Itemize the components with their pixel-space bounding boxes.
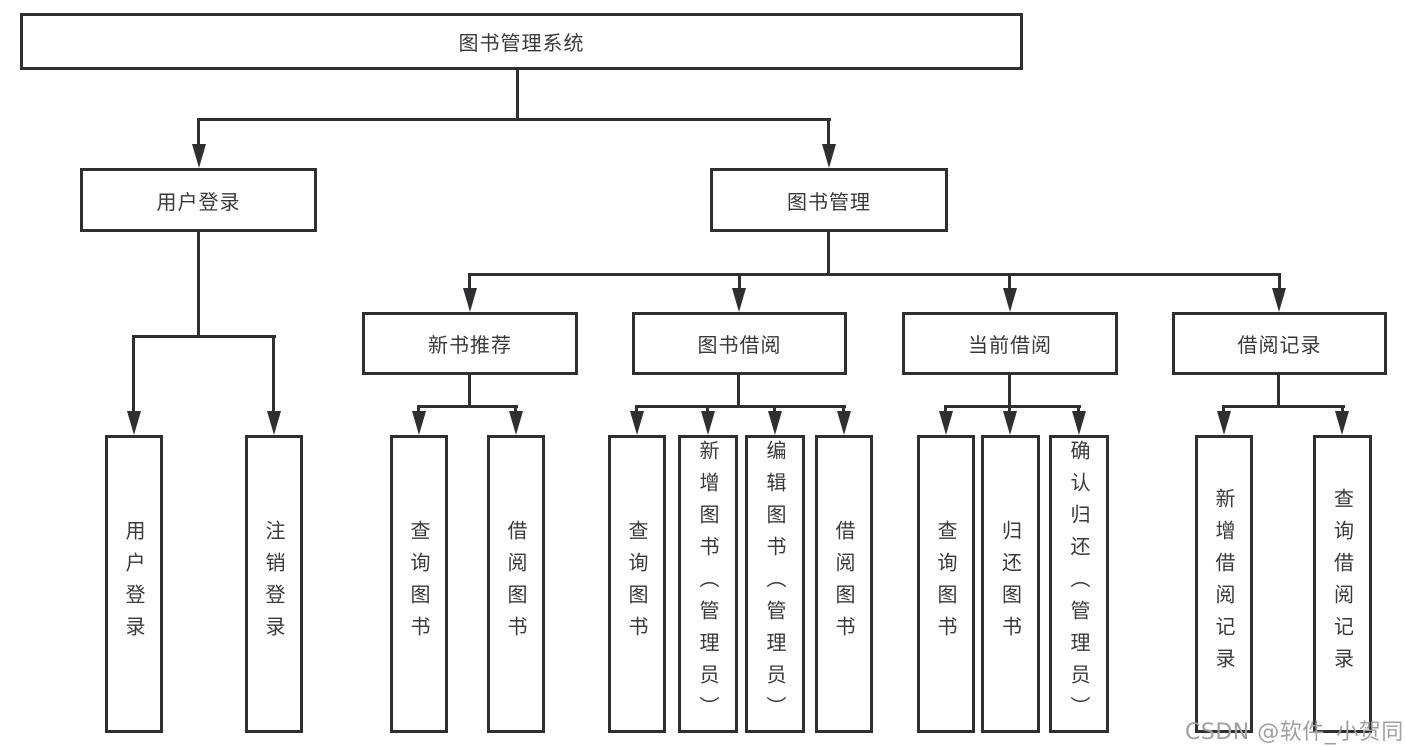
arrow-down-icon (822, 144, 836, 168)
connector-line (1008, 375, 1011, 405)
connector-line (635, 405, 638, 415)
leaf-add-book-admin: 新增图书（管理员） (678, 435, 738, 733)
node-root: 图书管理系统 (20, 13, 1023, 70)
arrow-down-icon (1272, 288, 1286, 312)
connector-line (197, 232, 200, 335)
node-user-login: 用户登录 (80, 168, 317, 232)
arrow-down-icon (463, 288, 477, 312)
connector-line (635, 405, 846, 408)
leaf-add-borrow-record: 新增借阅记录 (1195, 435, 1253, 733)
connector-line (737, 375, 740, 405)
connector-line (1008, 405, 1011, 415)
connector-line (706, 405, 709, 415)
connector-line (417, 405, 420, 415)
leaf-query-books-current: 查询图书 (917, 435, 975, 733)
connector-line (1278, 273, 1281, 293)
connector-line (944, 405, 1081, 408)
arrow-down-icon (192, 144, 206, 168)
leaf-confirm-return-admin: 确认归还（管理员） (1049, 435, 1109, 733)
arrow-down-icon (701, 411, 715, 435)
arrow-down-icon (837, 411, 851, 435)
connector-line (468, 375, 471, 405)
arrow-down-icon (1003, 288, 1017, 312)
arrow-down-icon (768, 411, 782, 435)
watermark: CSDN @软件_小贺同学 (1185, 720, 1405, 745)
connector-line (1008, 273, 1011, 293)
arrow-down-icon (1335, 411, 1349, 435)
connector-line (468, 273, 1281, 276)
arrow-down-icon (630, 411, 644, 435)
connector-line (197, 118, 831, 121)
connector-line (132, 335, 276, 338)
arrow-down-icon (1072, 411, 1086, 435)
node-borrow-records: 借阅记录 (1172, 312, 1387, 375)
connector-line (468, 273, 471, 293)
connector-line (773, 405, 776, 415)
connector-line (1341, 405, 1344, 415)
connector-line (272, 335, 275, 415)
connector-line (827, 118, 830, 148)
leaf-borrow-books: 借阅图书 (815, 435, 873, 733)
connector-line (1222, 405, 1225, 415)
leaf-logout: 注销登录 (245, 435, 303, 733)
connector-line (197, 118, 200, 148)
leaf-query-books-recommend: 查询图书 (390, 435, 448, 733)
arrow-down-icon (267, 411, 281, 435)
leaf-return-book: 归还图书 (981, 435, 1040, 733)
connector-line (944, 405, 947, 415)
node-current-borrow: 当前借阅 (902, 312, 1118, 375)
connector-line (514, 405, 517, 415)
connector-line (738, 273, 741, 293)
arrow-down-icon (127, 411, 141, 435)
connector-line (417, 405, 518, 408)
connector-line (516, 70, 519, 120)
node-new-book-recommend: 新书推荐 (362, 312, 578, 375)
node-book-borrow: 图书借阅 (632, 312, 847, 375)
connector-line (1077, 405, 1080, 415)
leaf-edit-book-admin: 编辑图书（管理员） (745, 435, 805, 733)
leaf-query-books-borrow: 查询图书 (608, 435, 666, 733)
arrow-down-icon (732, 288, 746, 312)
connector-line (842, 405, 845, 415)
arrow-down-icon (509, 411, 523, 435)
arrow-down-icon (1217, 411, 1231, 435)
leaf-query-borrow-record: 查询借阅记录 (1313, 435, 1372, 733)
connector-line (132, 335, 135, 415)
arrow-down-icon (1003, 411, 1017, 435)
connector-line (1277, 375, 1280, 405)
connector-line (827, 232, 830, 273)
arrow-down-icon (939, 411, 953, 435)
leaf-user-login: 用户登录 (105, 435, 163, 733)
node-book-management: 图书管理 (710, 168, 948, 232)
leaf-borrow-books-recommend: 借阅图书 (487, 435, 545, 733)
arrow-down-icon (412, 411, 426, 435)
connector-line (1222, 405, 1345, 408)
